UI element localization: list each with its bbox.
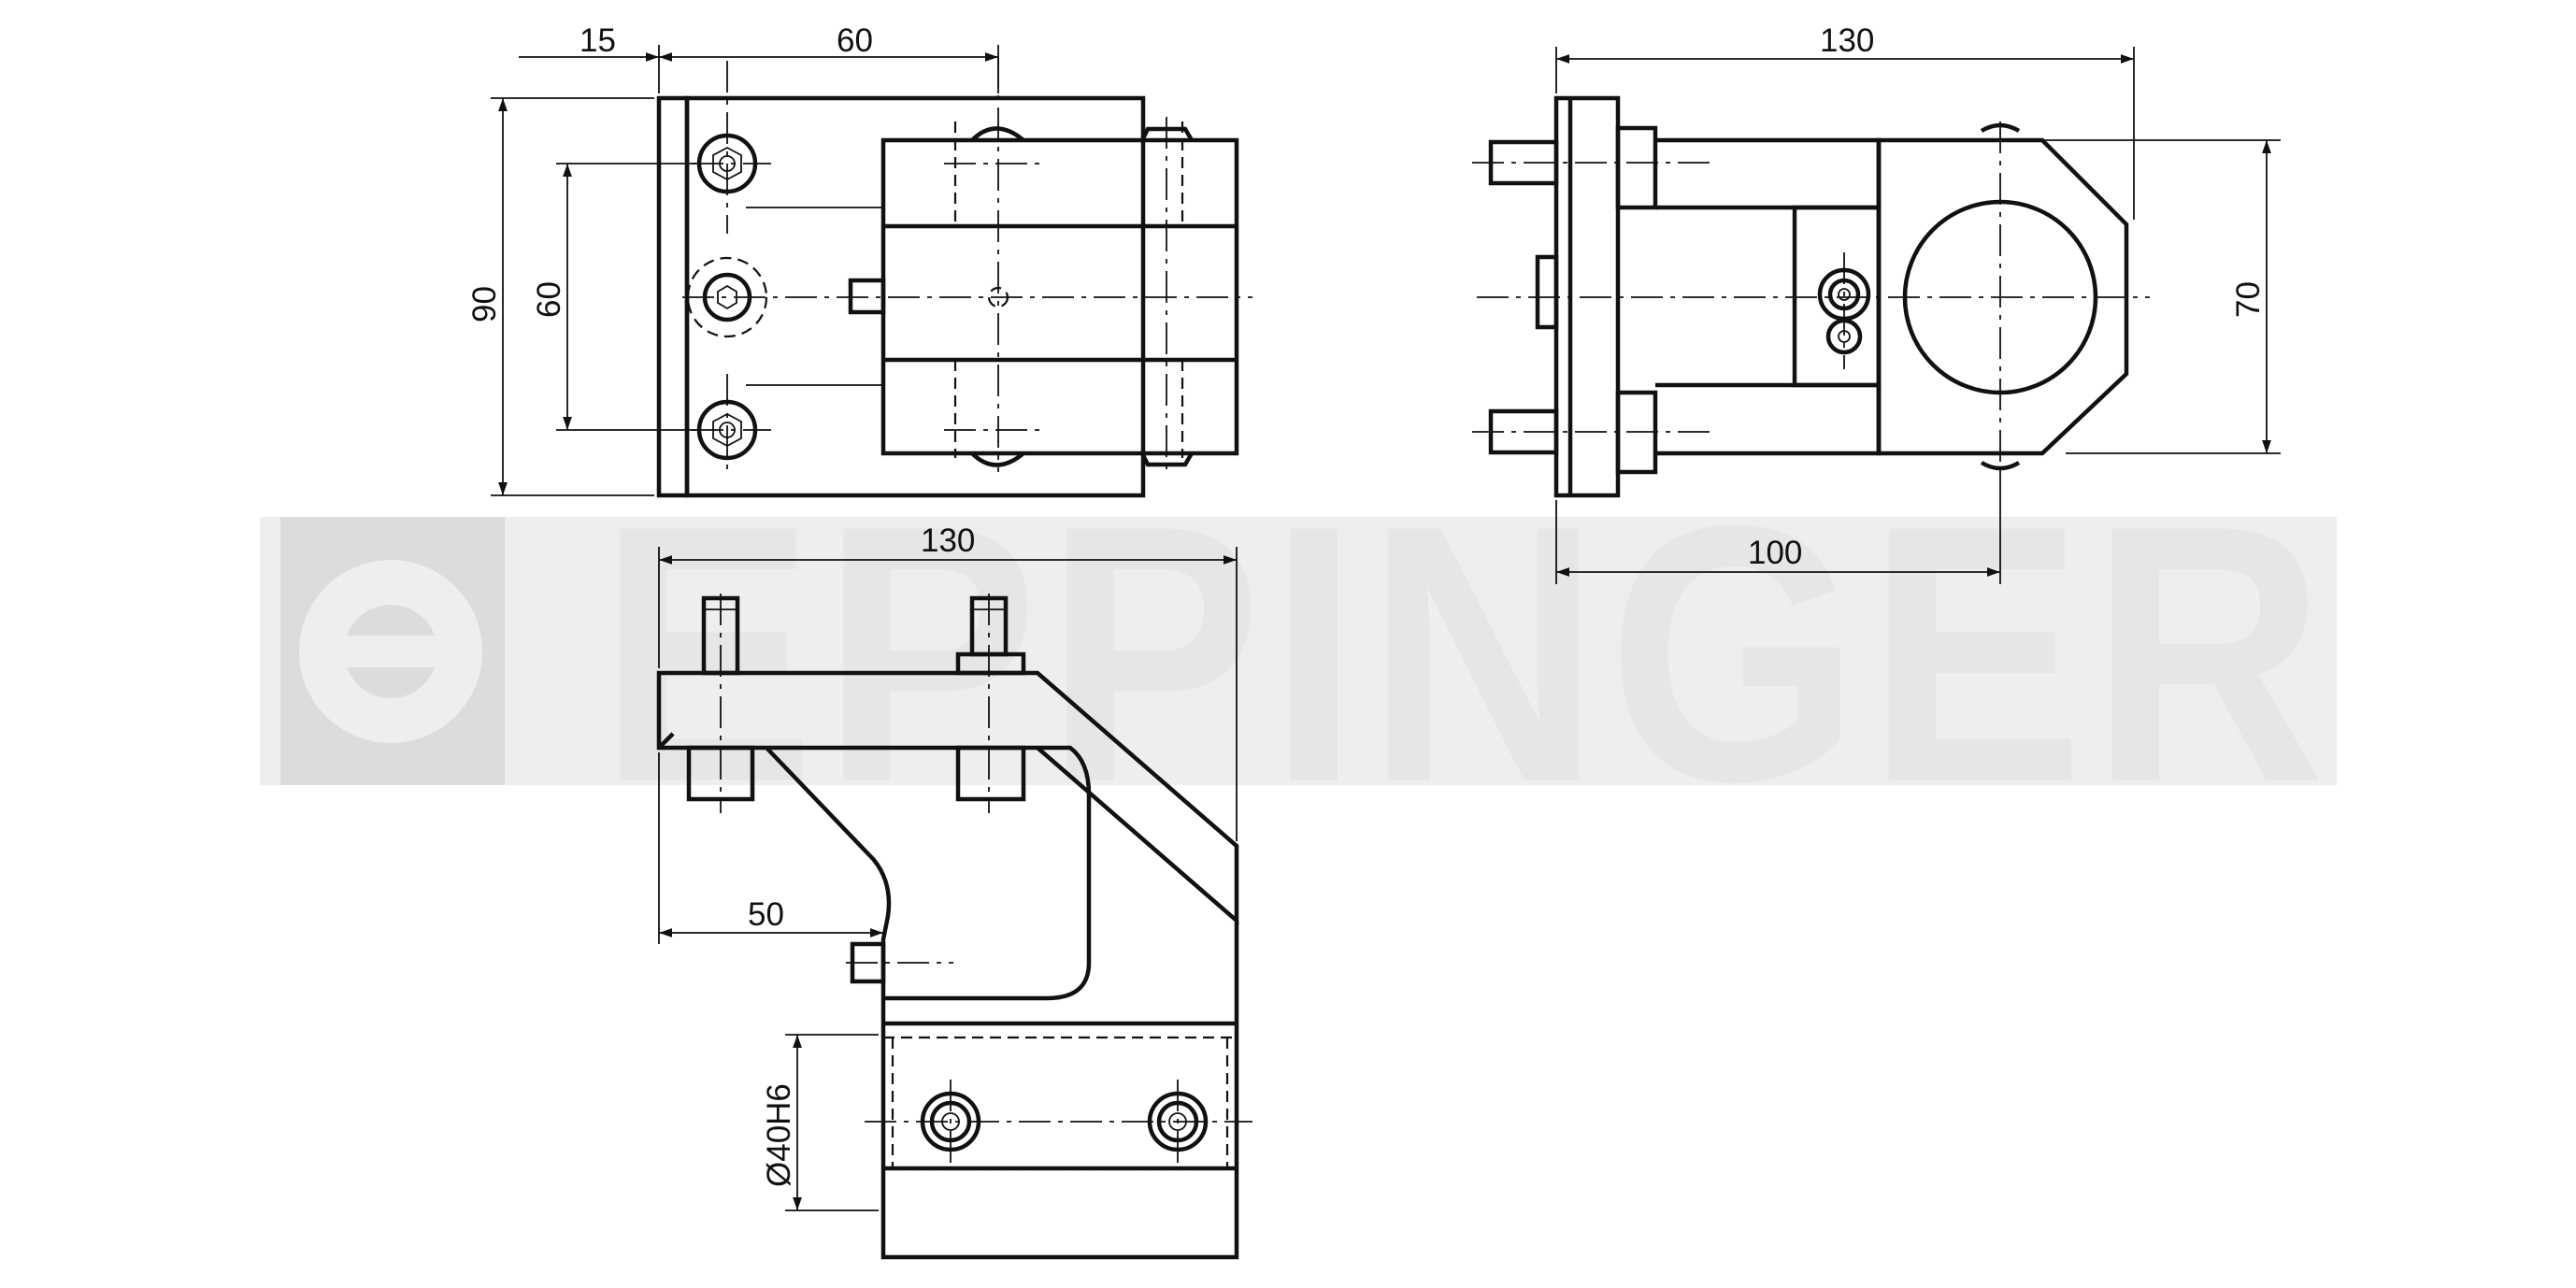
watermark-band (260, 517, 2337, 785)
dim-50: 50 (748, 896, 784, 933)
dim-60-horizontal: 60 (837, 22, 873, 59)
eppinger-watermark: EPPINGER (260, 450, 2337, 857)
side-view: 130 70 100 (1472, 22, 2281, 584)
eppinger-logo-icon (280, 517, 505, 785)
dim-130-top: 130 (1820, 22, 1874, 59)
dim-15: 15 (580, 22, 616, 59)
top-view: 130 50 Ø40H6 (656, 522, 1252, 1260)
front-view: 15 60 90 60 (466, 22, 1252, 498)
dim-bore-diameter: Ø40H6 (761, 1083, 797, 1187)
dim-90: 90 (466, 286, 503, 322)
dim-130-bottom: 130 (921, 522, 975, 559)
dim-100: 100 (1748, 535, 1802, 571)
dim-70: 70 (2230, 281, 2267, 318)
dim-60-vertical: 60 (531, 281, 567, 318)
watermark-brand-text: EPPINGER (598, 450, 2332, 857)
holder-body (765, 745, 1239, 1260)
